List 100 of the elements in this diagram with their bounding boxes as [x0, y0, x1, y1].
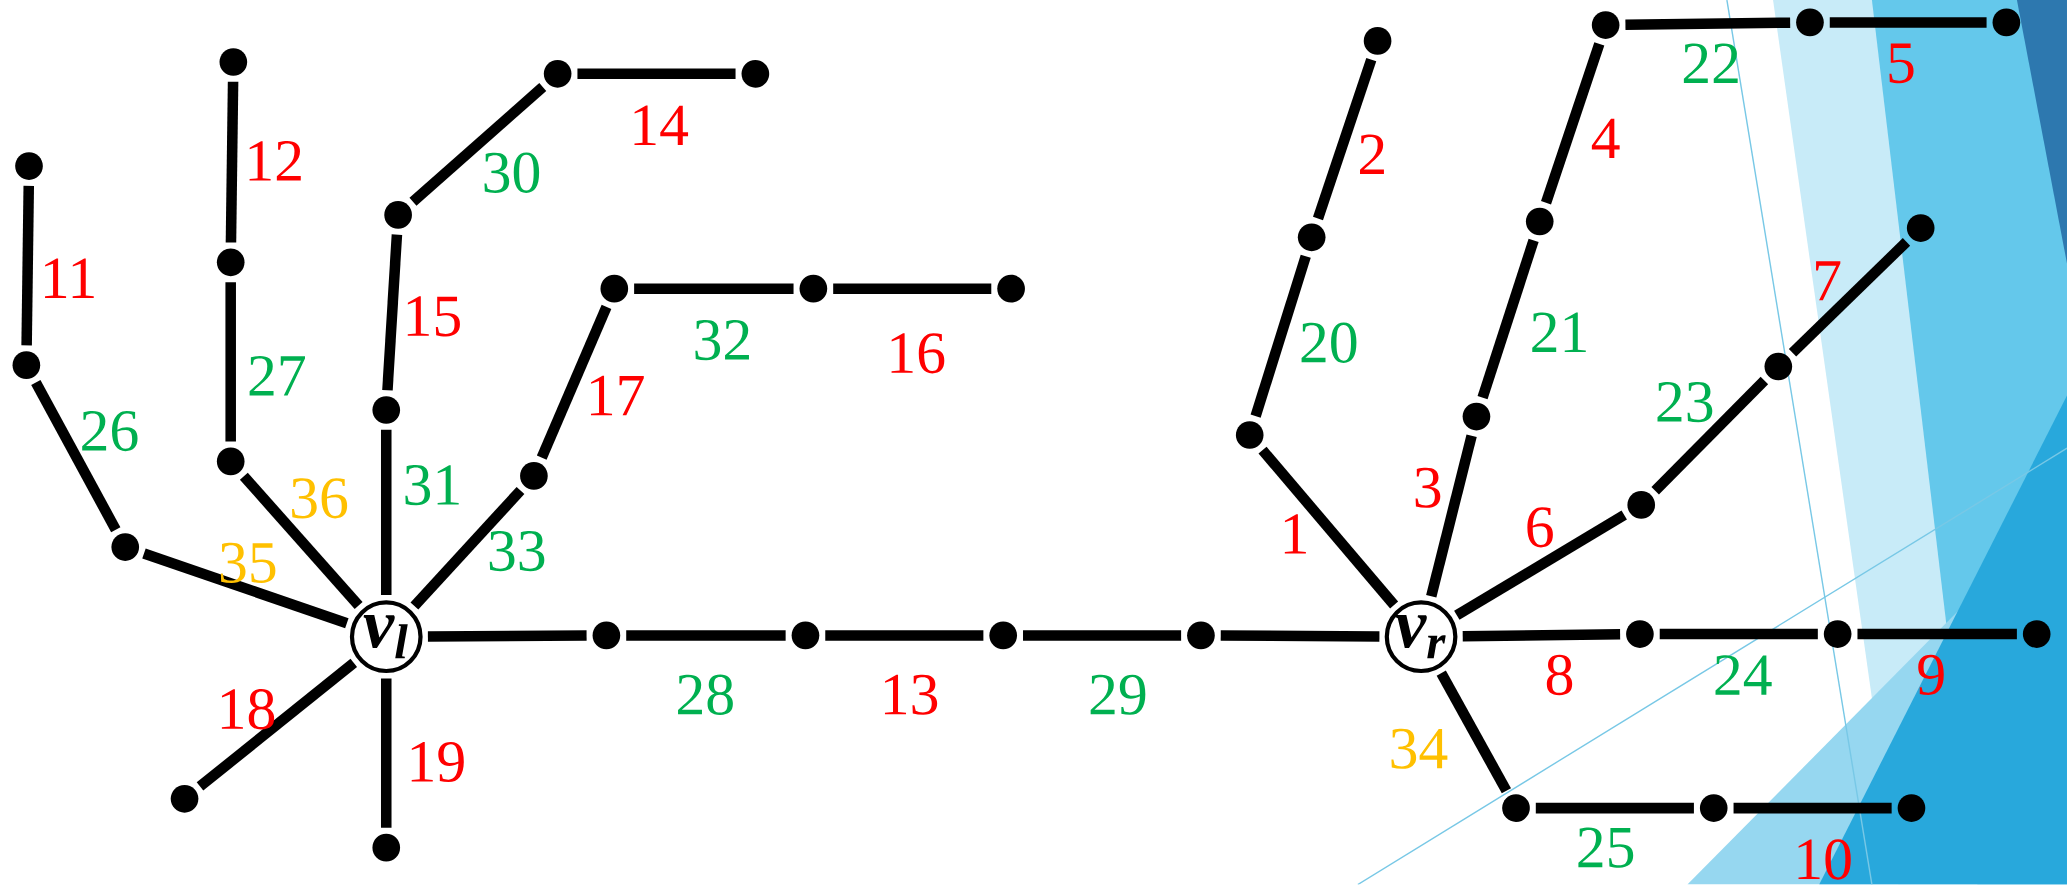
edge-label: 21 — [1532, 312, 1586, 353]
vertex-dot — [1796, 8, 1824, 37]
edge-label: 11 — [45, 258, 94, 299]
edge-label: 18 — [221, 689, 275, 730]
vertex-dot — [1363, 27, 1392, 55]
edge-line — [1857, 629, 2017, 640]
edge-label: 4 — [1591, 119, 1620, 159]
edge-label: 33 — [489, 531, 545, 572]
edge-line — [1436, 670, 1511, 794]
edge-label: 32 — [695, 320, 749, 361]
edge-line — [833, 283, 992, 295]
vertex-dot — [372, 834, 401, 862]
vertex-dot — [2022, 620, 2051, 649]
vertex-dot — [111, 533, 140, 562]
vertex-dot — [170, 785, 199, 813]
edge-line — [381, 678, 392, 829]
edge-label: 20 — [1301, 322, 1357, 364]
vertex-dot — [216, 248, 245, 277]
edge-label: 28 — [678, 674, 733, 716]
vertex-dot — [600, 275, 629, 303]
edge-label: 12 — [249, 141, 301, 181]
edge-line — [1454, 510, 1627, 621]
vertex-dot — [791, 621, 820, 650]
vertex-dot — [1235, 421, 1264, 450]
vertex-dot — [1992, 8, 2021, 37]
edge-label: 35 — [220, 543, 276, 584]
vertex-dot — [592, 621, 621, 650]
edge-line — [381, 430, 392, 596]
edge-label: 8 — [1546, 655, 1573, 696]
edge-label: 25 — [1578, 827, 1634, 868]
edge-label: 3 — [1415, 467, 1441, 509]
edge-line — [239, 472, 363, 610]
vertex-dot — [1187, 621, 1215, 650]
vertex-dot — [997, 275, 1025, 303]
edge-line — [1733, 803, 1892, 814]
edge-line — [634, 283, 794, 295]
edge-label: 36 — [292, 478, 348, 519]
edge-line — [1535, 803, 1694, 814]
edge-line — [1625, 17, 1791, 31]
vertex-dot — [1906, 214, 1935, 243]
edge-line — [21, 186, 34, 346]
vertex-dot — [1591, 11, 1620, 40]
edge-line — [1659, 629, 1818, 640]
edge-label: 24 — [1715, 655, 1772, 695]
edge-line — [225, 81, 239, 243]
vertex-dot — [1297, 223, 1326, 252]
edge-line — [1541, 42, 1605, 205]
edge-line — [1651, 377, 1769, 495]
edge-label: 15 — [407, 296, 460, 337]
edge-line — [1788, 238, 1911, 357]
edge-label: 23 — [1657, 382, 1713, 423]
vertex-dot — [12, 351, 41, 380]
edge-label: 26 — [82, 411, 138, 452]
edge-label: 22 — [1683, 43, 1738, 84]
edge-label: 19 — [411, 742, 464, 783]
vertex-dot — [799, 275, 828, 303]
edge-line — [31, 380, 121, 533]
vertex-dot — [1627, 491, 1656, 519]
vertex-dot — [216, 447, 245, 476]
edge-label: 6 — [1527, 507, 1553, 548]
vertex-dot — [741, 60, 770, 88]
edge-line — [1312, 58, 1377, 221]
edge-label: 1 — [1284, 514, 1306, 554]
edge-line — [536, 305, 612, 460]
edge-line — [626, 630, 786, 641]
edge-line — [410, 487, 525, 610]
edge-line — [225, 282, 236, 442]
vertex-dot — [1823, 620, 1852, 649]
edge-line — [1250, 254, 1311, 418]
edge-line — [409, 83, 547, 206]
edge-label: 13 — [884, 674, 938, 716]
vertex-dot — [15, 152, 43, 181]
edge-line — [1829, 17, 1987, 28]
edge-line — [382, 234, 403, 391]
edge-label: 16 — [891, 333, 945, 374]
edge-label: 27 — [249, 356, 305, 396]
edge-label: 30 — [484, 152, 540, 194]
edge-label: 2 — [1360, 134, 1384, 175]
edge-line — [825, 630, 984, 641]
edge-label: 17 — [591, 375, 644, 416]
edge-line — [1220, 630, 1380, 642]
edge-line — [1258, 446, 1399, 609]
edge-label: 34 — [1391, 728, 1448, 770]
edge-label: 5 — [1889, 43, 1914, 84]
edge-line — [196, 658, 358, 791]
edge-line — [142, 548, 349, 629]
vertex-dot — [1626, 620, 1654, 649]
edge-line — [1477, 238, 1539, 400]
vertex-dot — [1525, 207, 1554, 236]
edge-line — [1462, 629, 1621, 642]
edge-label: 31 — [405, 465, 459, 506]
vertex-dot — [1502, 794, 1530, 823]
vertex-dot — [1897, 794, 1926, 823]
edge-line — [1023, 630, 1182, 641]
vertex-dot — [1764, 352, 1793, 381]
edge-line — [1426, 434, 1477, 598]
edge-line — [427, 630, 587, 642]
vertex-dot — [219, 48, 248, 77]
edge-label: 29 — [1090, 674, 1146, 716]
edge-line — [577, 68, 736, 80]
